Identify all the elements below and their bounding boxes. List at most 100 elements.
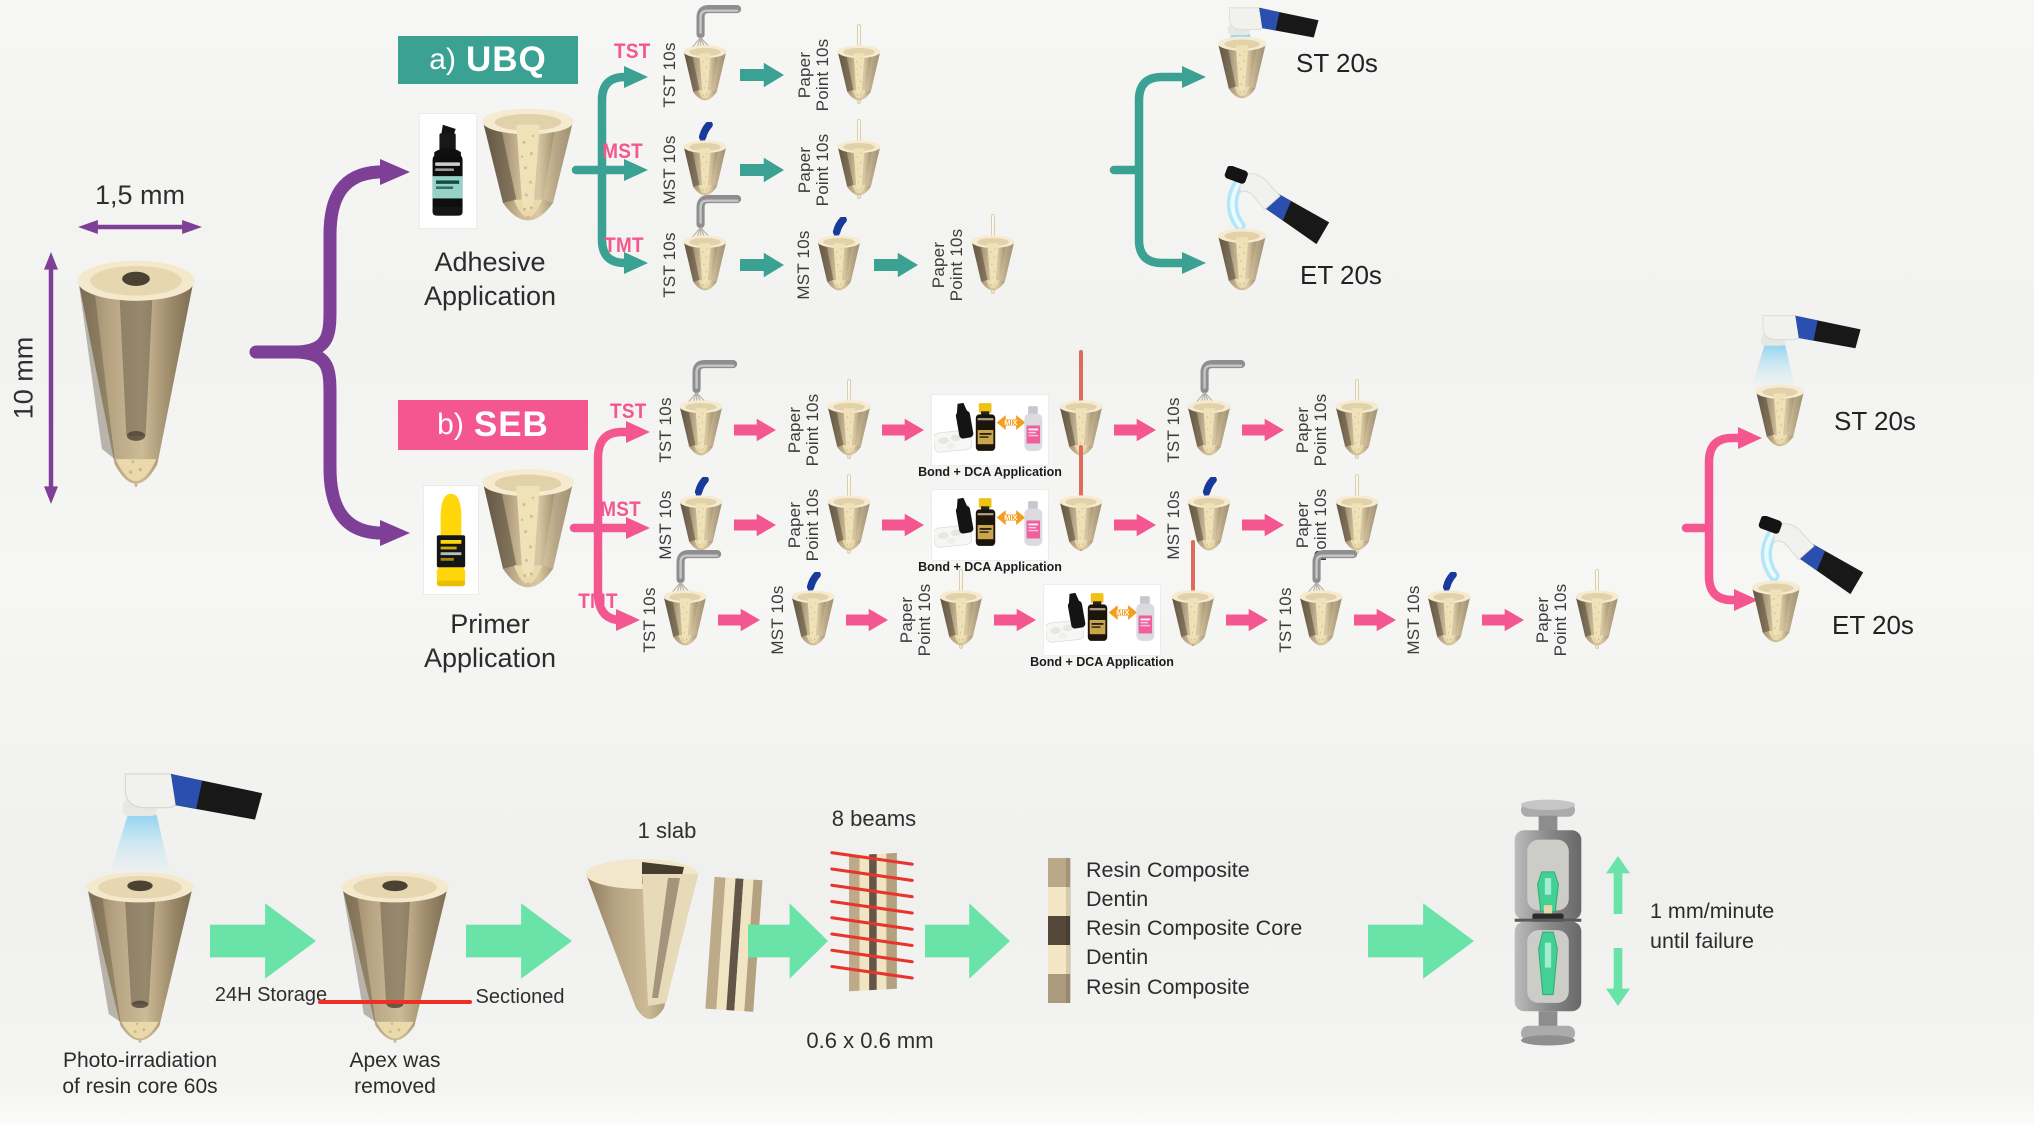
seb-branch-label-tmt: TMT	[578, 590, 618, 613]
root-specimen	[936, 569, 986, 655]
flow-arrow	[210, 903, 316, 979]
root-specimen	[968, 214, 1018, 300]
root-icon	[834, 43, 884, 109]
step-label: TST 10s	[660, 42, 679, 108]
slab-label: 1 slab	[637, 818, 697, 843]
root-icon	[1572, 588, 1622, 654]
flow-arrow	[734, 418, 776, 442]
specimen-root-icon	[72, 242, 200, 507]
rate-line1: 1 mm/minute	[1650, 899, 1775, 923]
air-syringe-icon	[690, 190, 742, 239]
root-specimen	[660, 585, 710, 655]
step-microbrush: MST 10s	[794, 230, 864, 300]
step-label: Paper Point 10s	[1533, 583, 1570, 657]
flow-arrow	[734, 513, 776, 537]
seb-root-icon	[478, 464, 578, 606]
bond-dca-step: Bond + DCA Application	[918, 490, 1062, 574]
root-specimen	[834, 24, 884, 110]
ubq-caption-line2: Application	[423, 280, 557, 311]
flow-arrow	[1482, 608, 1524, 632]
step-label: Paper Point 10s	[785, 393, 822, 467]
beams-icon	[828, 838, 916, 1008]
ubq-st-label: ST 20s	[1296, 48, 1378, 78]
photo-caption-line2: of resin core 60s	[62, 1075, 218, 1099]
step-air-dry: TST 10s	[660, 40, 730, 110]
air-syringe-icon	[670, 545, 722, 594]
step-label: TST 10s	[1164, 397, 1183, 463]
step-microbrush: MST 10s	[1164, 490, 1234, 560]
step-air-dry: TST 10s	[1276, 585, 1346, 655]
air-syringe-icon	[686, 355, 738, 404]
seb-caption: Primer Application	[385, 608, 595, 676]
root-icon	[1332, 398, 1382, 464]
bond-dca-photo	[932, 395, 1048, 465]
step-label: TST 10s	[656, 397, 675, 463]
width-measure-arrow	[78, 220, 202, 234]
layer-label: Dentin	[1086, 945, 1149, 970]
root-icon	[814, 233, 864, 299]
flow-arrow	[466, 903, 572, 979]
bond-dca-photo	[932, 490, 1048, 560]
seb-banner-prefix: b)	[437, 408, 464, 441]
flow-arrow	[740, 157, 784, 183]
step-label: Paper Point 10s	[785, 488, 822, 562]
sectioned-label: Sectioned	[475, 986, 565, 1008]
seb-branch-label-tst: TST	[610, 400, 647, 423]
seb-merge-bracket	[1681, 427, 1762, 611]
ubq-row-tst: TST 10s Paper Point 10s	[660, 24, 884, 112]
bond-dca-caption: Bond + DCA Application	[1030, 655, 1174, 669]
root-icon	[1214, 226, 1270, 300]
step-air-dry: TST 10s	[640, 585, 710, 655]
photo-irradiation-caption: Photo-irradiation of resin core 60s	[20, 1048, 260, 1101]
ubq-et-label: ET 20s	[1300, 260, 1382, 290]
root-specimen	[1424, 585, 1474, 655]
root-specimen	[1056, 445, 1106, 560]
root-icon	[824, 398, 874, 464]
step-paper-point: Paper Point 10s	[1532, 569, 1622, 657]
flow-arrow	[874, 252, 918, 278]
bond-dca-materials-icon	[1046, 589, 1158, 651]
flow-arrow	[882, 513, 924, 537]
ubq-branch-label-mst: MST	[602, 140, 643, 163]
root-specimen	[1572, 569, 1622, 655]
bond-dca-materials-icon	[934, 399, 1046, 461]
storage-label: 24H Storage	[214, 984, 328, 1006]
step-paper-point: Paper Point 10s	[928, 214, 1018, 301]
step-air-dry: TST 10s	[660, 230, 730, 300]
step-bond-applicator	[1056, 445, 1106, 560]
root-specimen	[834, 119, 884, 205]
root-specimen	[1296, 585, 1346, 655]
seb-banner-title: SEB	[473, 405, 549, 444]
seb-caption-line2: Application	[423, 642, 557, 673]
step-label: Paper Point 10s	[795, 38, 832, 112]
ubq-row-mst: MST 10s Paper Point 10s	[660, 119, 884, 206]
root-specimen	[676, 395, 726, 465]
root-specimen	[680, 40, 730, 110]
step-air-dry: TST 10s	[1164, 395, 1234, 465]
root-icon	[834, 138, 884, 204]
layer-stack-icon	[1048, 858, 1074, 1003]
bond-dca-materials-icon	[934, 494, 1046, 556]
step-label: MST 10s	[1164, 490, 1183, 560]
step-paper-point: Paper Point 10s	[794, 119, 884, 206]
step-bond-applicator	[1056, 350, 1106, 465]
bond-dca-caption: Bond + DCA Application	[918, 465, 1062, 479]
root-icon	[788, 588, 838, 654]
apex-cut-line	[318, 1000, 472, 1004]
specimen-height-label: 10 mm	[8, 336, 39, 420]
step-bond-applicator	[1168, 540, 1218, 655]
curing-light-icon	[1744, 306, 1864, 394]
ubq-root-icon	[478, 104, 578, 238]
flow-arrow	[1114, 418, 1156, 442]
bond-dca-caption: Bond + DCA Application	[918, 560, 1062, 574]
layer-label: Dentin	[1086, 887, 1149, 912]
step-paper-point: Paper Point 10s	[784, 474, 874, 562]
root-icon	[680, 233, 730, 299]
air-syringe-icon	[1306, 545, 1358, 594]
apex-removed-root-icon	[330, 858, 460, 1058]
layer-label: Resin Composite Core	[1086, 916, 1303, 941]
root-icon	[1056, 493, 1106, 559]
ubq-merge-bracket	[1109, 66, 1206, 274]
bond-dca-photo	[1044, 585, 1160, 655]
